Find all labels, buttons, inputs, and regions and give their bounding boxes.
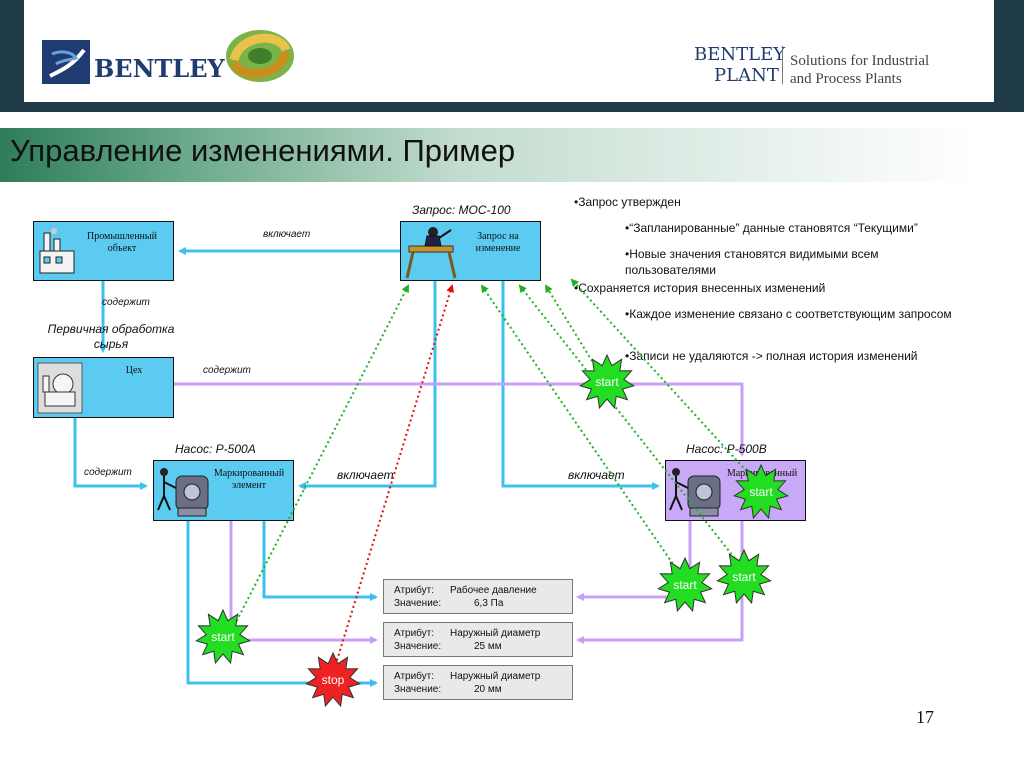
start-burst-icon [657, 556, 713, 613]
value-value: 25 мм [474, 641, 502, 652]
attribute-box-1[interactable]: Атрибут: Рабочее давление Значение: 6,3 Па [383, 579, 573, 614]
attribute-value: Рабочее давление [450, 585, 537, 596]
start-badge-label: start [595, 375, 619, 389]
value-key: Значение: [394, 641, 442, 652]
machine-icon [37, 362, 83, 414]
factory-icon [39, 228, 75, 274]
start-badge-label: start [749, 485, 773, 499]
attribute-value: Наружный диаметр [450, 671, 541, 682]
bullet-linked-request: •Каждое изменение связано с соответствую… [625, 307, 952, 321]
attribute-key: Атрибут: [394, 585, 435, 596]
start-burst-icon [716, 548, 772, 605]
bullet-planned-current: •“Запланированные” данные становятся “Те… [625, 221, 918, 235]
attribute-key: Атрибут: [394, 628, 435, 639]
bullet-no-delete: •Записи не удаляются -> полная история и… [625, 349, 918, 363]
dotted-link-start-b [570, 278, 761, 487]
facility-box[interactable]: Промышленный объект [33, 221, 174, 281]
bullet-request-approved: •Запрос утвержден [574, 195, 681, 209]
solutions-line2: and Process Plants [790, 71, 902, 87]
request-title: Запрос: MOC-100 [412, 203, 511, 217]
start-badge-label: start [732, 570, 756, 584]
plant-logo-line2: PLANT [714, 65, 779, 86]
value-key: Значение: [394, 684, 442, 695]
swirl-logo [220, 26, 300, 86]
bullet-history-kept: •Сохраняется история внесенных изменений [574, 281, 826, 295]
contains-arrow-2 [174, 382, 746, 457]
start-badge-top: start [579, 353, 635, 410]
header-panel [24, 0, 994, 102]
workshop-box-label: Цех [125, 365, 143, 376]
pump-a-box[interactable]: Маркированный элемент [153, 460, 294, 521]
engine-man-icon [157, 468, 209, 517]
start-badge-pump-b: start [733, 463, 789, 520]
pump-a-attr1-arrow [262, 521, 378, 601]
attribute-key: Атрибут: [394, 671, 435, 682]
attribute-value: Наружный диаметр [450, 628, 541, 639]
title-bar [0, 128, 1024, 182]
attribute-box-3[interactable]: Атрибут: Наружный диаметр Значение: 20 мм [383, 665, 573, 700]
contains-label-3: содержит [84, 467, 132, 478]
value-value: 20 мм [474, 684, 502, 695]
pump-a-box-label: Маркированный элемент [213, 468, 285, 491]
primary-processing-label: Первичная обработка сырья [47, 322, 175, 351]
value-value: 6,3 Па [474, 598, 504, 609]
stop-badge: stop [305, 651, 361, 708]
stop-burst-icon [305, 651, 361, 708]
logo-divider [782, 46, 783, 84]
bentley-logo: BENTLEY [42, 40, 225, 84]
start-badge-attr2: start [716, 548, 772, 605]
swirl-emblem-icon [226, 30, 294, 82]
change-request-box[interactable]: Запрос на изменение [400, 221, 541, 281]
pump-a-title: Насос: P-500A [175, 442, 256, 456]
engine-man-icon [669, 468, 721, 517]
dotted-link-start-top [544, 284, 601, 375]
start-burst-icon [195, 608, 251, 665]
value-key: Значение: [394, 598, 442, 609]
bentley-logo-text: BENTLEY [94, 54, 225, 83]
contains-label-1: содержит [102, 297, 150, 308]
includes-a-arrow [298, 281, 437, 490]
bentley-b-mark-icon [42, 40, 90, 84]
carpenter-icon [405, 227, 457, 279]
contains-label-2: содержит [203, 365, 251, 376]
solutions-line1: Solutions for Industrial [790, 53, 930, 69]
attribute-box-2[interactable]: Атрибут: Наружный диаметр Значение: 25 мм [383, 622, 573, 657]
facility-box-label: Промышленный объект [87, 231, 157, 254]
change-request-box-label: Запрос на изменение [475, 231, 521, 254]
includes-a-label: включает [337, 468, 394, 482]
dotted-link-start-attr2 [518, 284, 745, 571]
bentley-plant-logo: BENTLEY PLANT Solutions for Industrial a… [694, 44, 974, 88]
slide-title: Управление изменениями. Пример [10, 133, 516, 168]
start-badge-pump-a: start [195, 608, 251, 665]
includes-b-arrow [501, 281, 660, 490]
plant-logo-line1: BENTLEY [694, 44, 786, 65]
start-burst-icon [733, 463, 789, 520]
start-badge-label: start [673, 578, 697, 592]
start-burst-icon [579, 353, 635, 410]
page-number: 17 [916, 707, 934, 727]
workshop-box[interactable]: Цех [33, 357, 174, 418]
bullet-new-values: •Новые значения становятся видимыми всем… [625, 247, 879, 277]
stop-badge-label: stop [322, 673, 345, 687]
dotted-link-stop [333, 284, 455, 671]
includes-top-label: включает [263, 229, 311, 240]
start-badge-label: start [211, 630, 235, 644]
contains-arrow-3 [73, 418, 148, 490]
start-badge-attr1: start [657, 556, 713, 613]
